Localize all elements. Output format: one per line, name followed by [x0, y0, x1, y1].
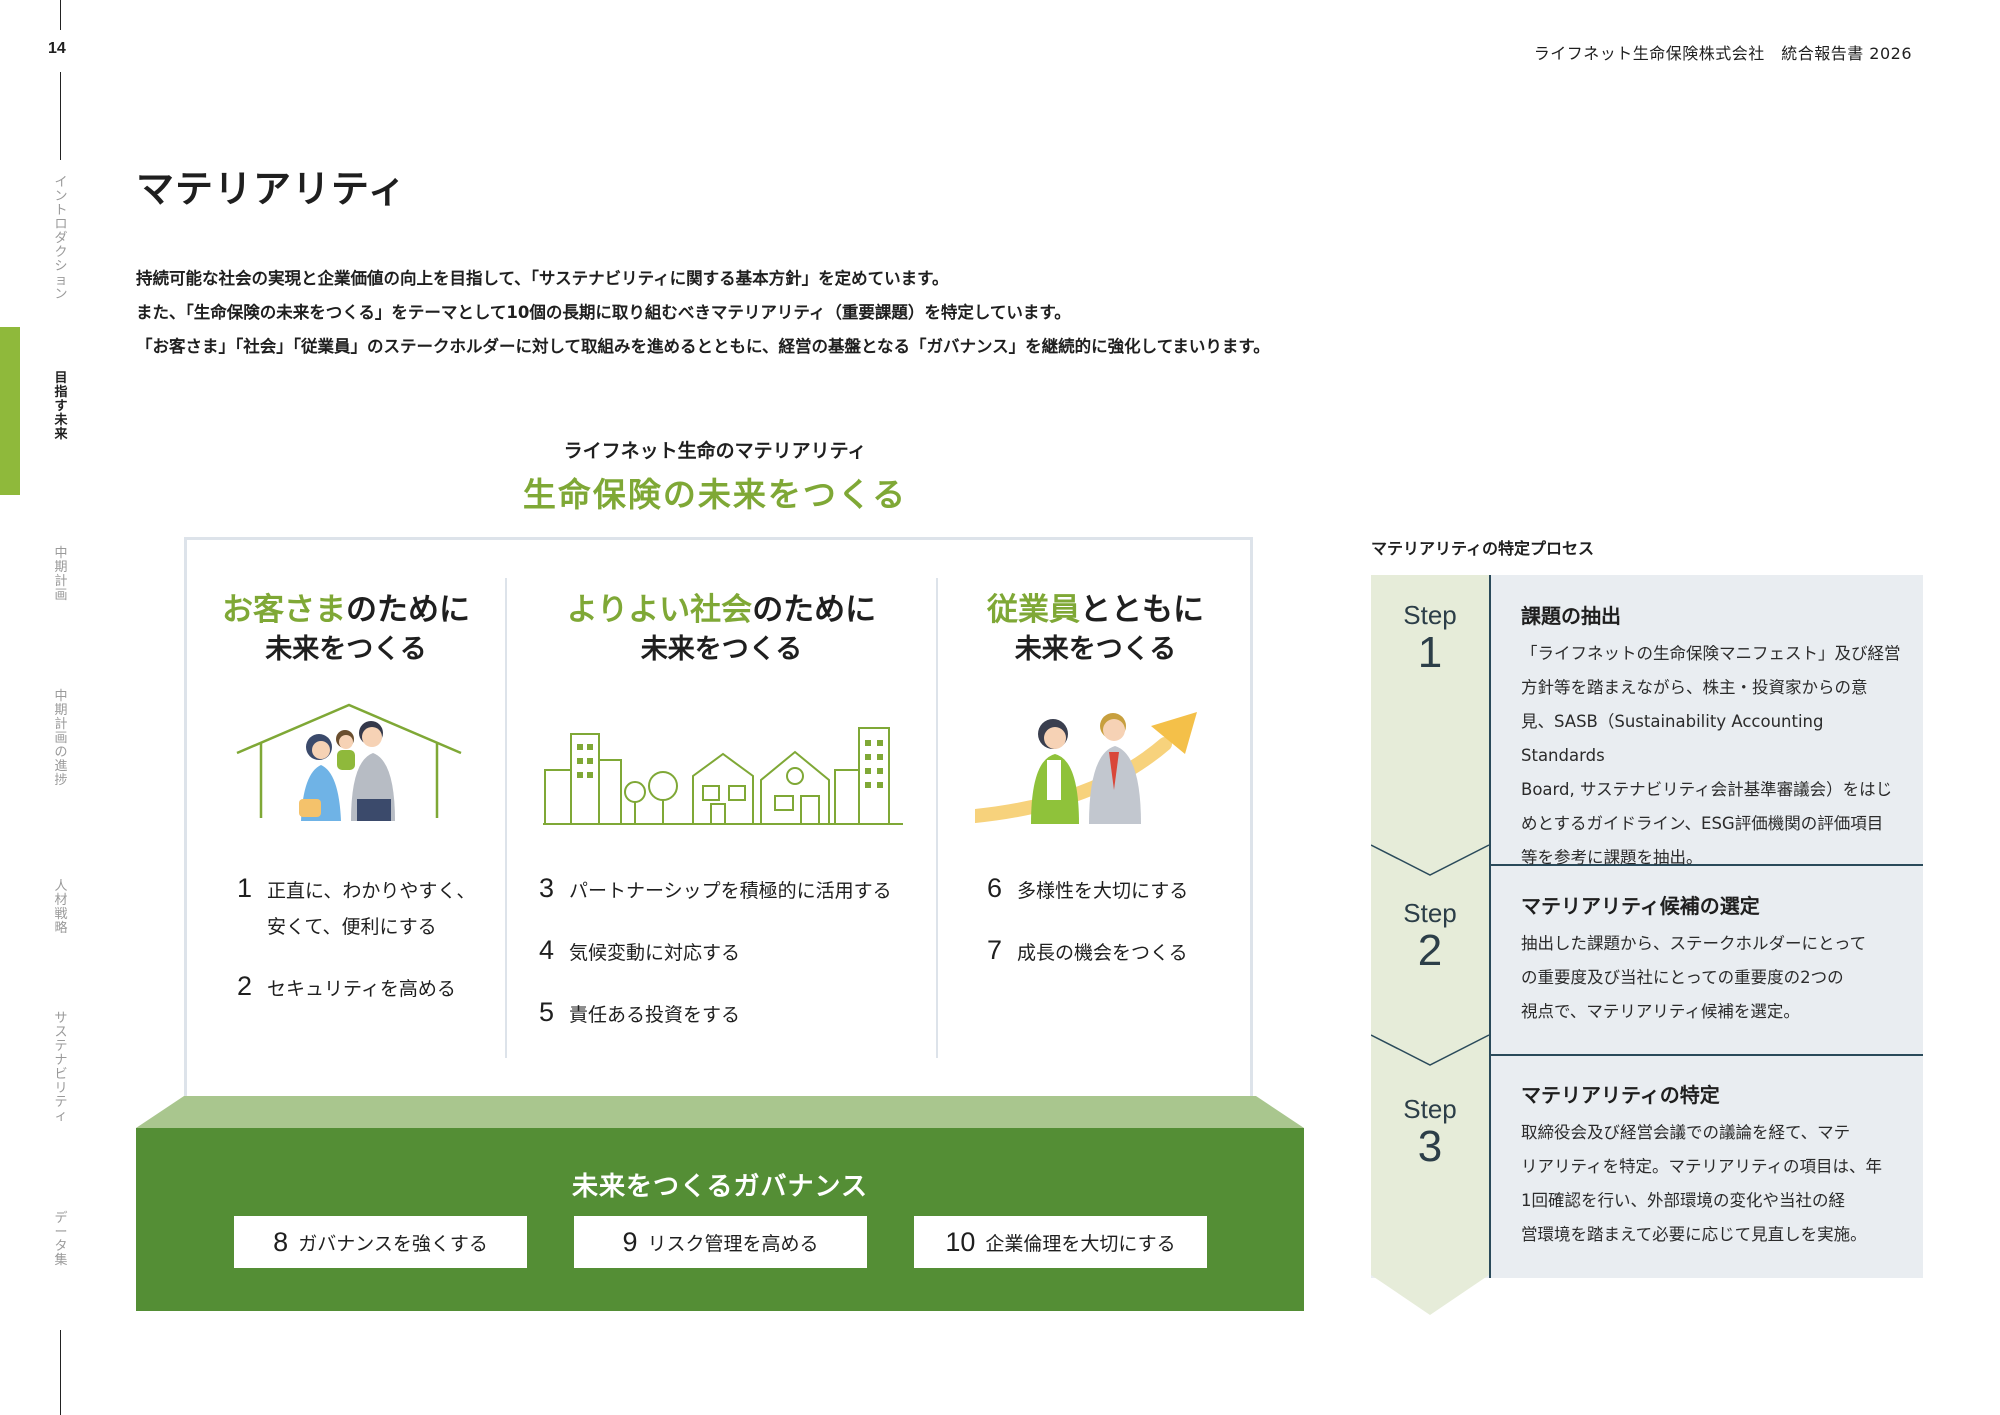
index-future[interactable]: 目指す未来 [54, 371, 68, 442]
materiality-item: 4 気候変動に対応する [539, 935, 741, 965]
intro-text: 持続可能な社会の実現と企業価値の向上を目指して、「サステナビリティに関する基本方… [136, 262, 1270, 364]
process-divider [1489, 575, 1491, 1278]
governance-base-top [136, 1096, 1304, 1128]
step-text: 抽出した課題から、ステークホルダーにとって の重要度及び当社にとっての重要度の2… [1521, 934, 1867, 1021]
publication-title: ライフネット生命保険株式会社 統合報告書 2026 [1533, 44, 1912, 63]
intro-line: 持続可能な社会の実現と企業価値の向上を目指して、「サステナビリティに関する基本方… [136, 269, 949, 288]
rail-line-top [60, 0, 61, 30]
process-label: マテリアリティの特定プロセス [1371, 539, 1595, 558]
index-intro[interactable]: イントロダクション [54, 175, 68, 302]
rail-active-marker [0, 327, 20, 495]
index-sustainability[interactable]: サステナビリティ [54, 1011, 68, 1124]
index-midterm-progress[interactable]: 中期計画の進捗 [54, 689, 68, 788]
page-number: 14 [48, 40, 66, 57]
materiality-item: 1 正直に、わかりやすく、安くて、便利にする [237, 873, 476, 938]
column-divider [505, 578, 507, 1058]
pillar-items: 6 多様性を大切にする 7 成長の機会をつくる [987, 873, 1188, 997]
rail-line-bottom [60, 1330, 61, 1415]
materiality-tagline: 生命保険の未来をつくる [522, 475, 908, 514]
governance-title: 未来をつくるガバナンス [572, 1172, 868, 1202]
step-arrow-column [1371, 575, 1490, 1315]
materiality-kicker: ライフネット生命のマテリアリティ [563, 440, 867, 462]
index-data[interactable]: データ集 [54, 1211, 68, 1268]
step-body: マテリアリティ候補の選定 抽出した課題から、ステークホルダーにとって の重要度及… [1521, 890, 1903, 1029]
step-separator [1490, 864, 1923, 866]
pillar-heading: お客さまのために 未来をつくる [222, 592, 470, 665]
materiality-item: 5 責任ある投資をする [539, 997, 741, 1027]
intro-line: また、「生命保険の未来をつくる」をテーマとして10個の長期に取り組むべきマテリア… [136, 303, 1071, 322]
pillar-heading: 従業員とともに 未来をつくる [987, 592, 1204, 665]
step-text: 取締役会及び経営会議での議論を経て、マテ リアリティを特定。マテリアリティの項目… [1521, 1123, 1883, 1244]
step-body: 課題の抽出 「ライフネットの生命保険マニフェスト」及び経営 方針等を踏まえながら… [1521, 600, 1903, 875]
employees-growth-illustration [975, 712, 1197, 824]
column-divider [936, 578, 938, 1058]
city-skyline-illustration [543, 727, 903, 825]
rail-line-upper [60, 72, 61, 160]
materiality-item: 2 セキュリティを高める [237, 971, 456, 1001]
index-midterm-plan[interactable]: 中期計画 [54, 546, 68, 603]
step-body: マテリアリティの特定 取締役会及び経営会議での議論を経て、マテ リアリティを特定… [1521, 1079, 1903, 1252]
page-title: マテリアリティ [136, 167, 407, 211]
step-title: 課題の抽出 [1521, 604, 1621, 628]
intro-line: 「お客さま」「社会」「従業員」のステークホルダーに対して取組みを進めるとともに、… [136, 337, 1270, 356]
step-title: マテリアリティ候補の選定 [1521, 894, 1760, 918]
pillar-society: よりよい社会のために 未来をつくる [507, 590, 936, 670]
pillar-items: 3 パートナーシップを積極的に活用する 4 気候変動に対応する 5 責任ある投資… [539, 873, 892, 1059]
pillar-employees: 従業員とともに 未来をつくる [938, 590, 1253, 670]
step-title: マテリアリティの特定 [1521, 1083, 1720, 1107]
pillar-heading: よりよい社会のために 未来をつくる [566, 592, 877, 665]
pillars-panel: お客さまのために 未来をつくる 1 正直に、わかりやすく、安くて、便利にする 2… [184, 537, 1253, 1096]
materiality-item: 7 成長の機会をつくる [987, 935, 1188, 965]
step-text: 「ライフネットの生命保険マニフェスト」及び経営 方針等を踏まえながら、株主・投資… [1521, 644, 1901, 867]
index-hr-strategy[interactable]: 人材戦略 [54, 879, 68, 936]
materiality-item: 3 パートナーシップを積極的に活用する [539, 873, 892, 903]
materiality-item: 6 多様性を大切にする [987, 873, 1189, 903]
step-separator [1490, 1054, 1923, 1056]
family-house-illustration [236, 703, 462, 821]
pillar-customers: お客さまのために 未来をつくる [187, 590, 505, 670]
pillar-items: 1 正直に、わかりやすく、安くて、便利にする 2 セキュリティを高める [237, 873, 475, 1033]
